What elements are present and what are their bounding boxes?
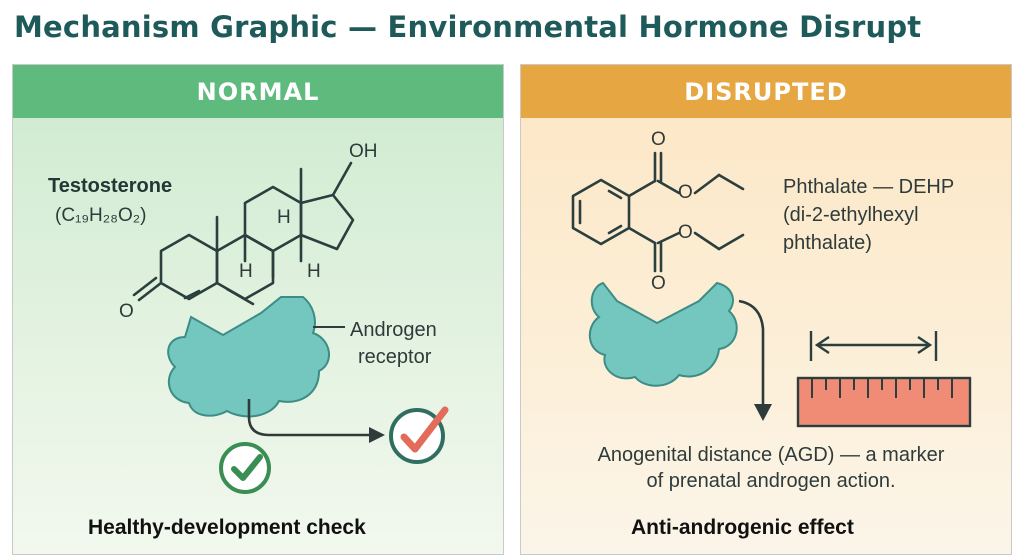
normal-diagram bbox=[132, 161, 449, 494]
atom-o: O bbox=[678, 222, 693, 243]
atom-o: O bbox=[651, 129, 666, 150]
agd-line1: Anogenital distance (AGD) — a marker bbox=[597, 444, 945, 466]
androgen-receptor-icon bbox=[167, 296, 330, 418]
testosterone-structure bbox=[132, 161, 355, 306]
measure-arrow-icon bbox=[809, 331, 938, 361]
phthalate-structure bbox=[571, 151, 745, 273]
arrow-icon bbox=[247, 399, 373, 437]
check-red-icon bbox=[389, 406, 449, 464]
disrupted-caption: Anti-androgenic effect bbox=[631, 516, 854, 539]
androgen-receptor-icon bbox=[589, 281, 738, 387]
atom-h: H bbox=[239, 261, 253, 282]
compound-name-line2: (di-2-ethylhexyl bbox=[783, 204, 919, 226]
atom-o: O bbox=[678, 182, 693, 203]
atom-h: H bbox=[307, 261, 321, 282]
agd-description: Anogenital distance (AGD) — a marker of … bbox=[551, 442, 991, 494]
arrow-icon bbox=[738, 299, 765, 405]
normal-banner: NORMAL bbox=[13, 65, 503, 118]
normal-caption: Healthy-development check bbox=[88, 516, 366, 539]
disrupted-panel: DISRUPTED bbox=[520, 64, 1012, 555]
compound-name-line1: Phthalate — DEHP bbox=[783, 176, 955, 198]
disrupted-diagram bbox=[571, 151, 972, 428]
atom-oh: OH bbox=[349, 141, 378, 162]
ruler-icon bbox=[796, 376, 972, 428]
check-icon bbox=[219, 442, 271, 494]
compound-formula: (C₁₉H₂₈O₂) bbox=[55, 205, 147, 226]
agd-line2: of prenatal androgen action. bbox=[646, 470, 896, 492]
compound-name-line3: phthalate) bbox=[783, 232, 872, 254]
page-title: Mechanism Graphic — Environmental Hormon… bbox=[14, 10, 922, 44]
disrupted-banner: DISRUPTED bbox=[521, 65, 1011, 118]
atom-h: H bbox=[277, 207, 291, 228]
compound-name: Testosterone bbox=[48, 175, 173, 197]
receptor-label-line1: Androgen bbox=[350, 319, 437, 341]
atom-o: O bbox=[119, 301, 134, 322]
normal-panel: NORMAL bbox=[12, 64, 504, 555]
atom-o: O bbox=[651, 273, 666, 294]
receptor-label-line2: receptor bbox=[358, 346, 432, 368]
